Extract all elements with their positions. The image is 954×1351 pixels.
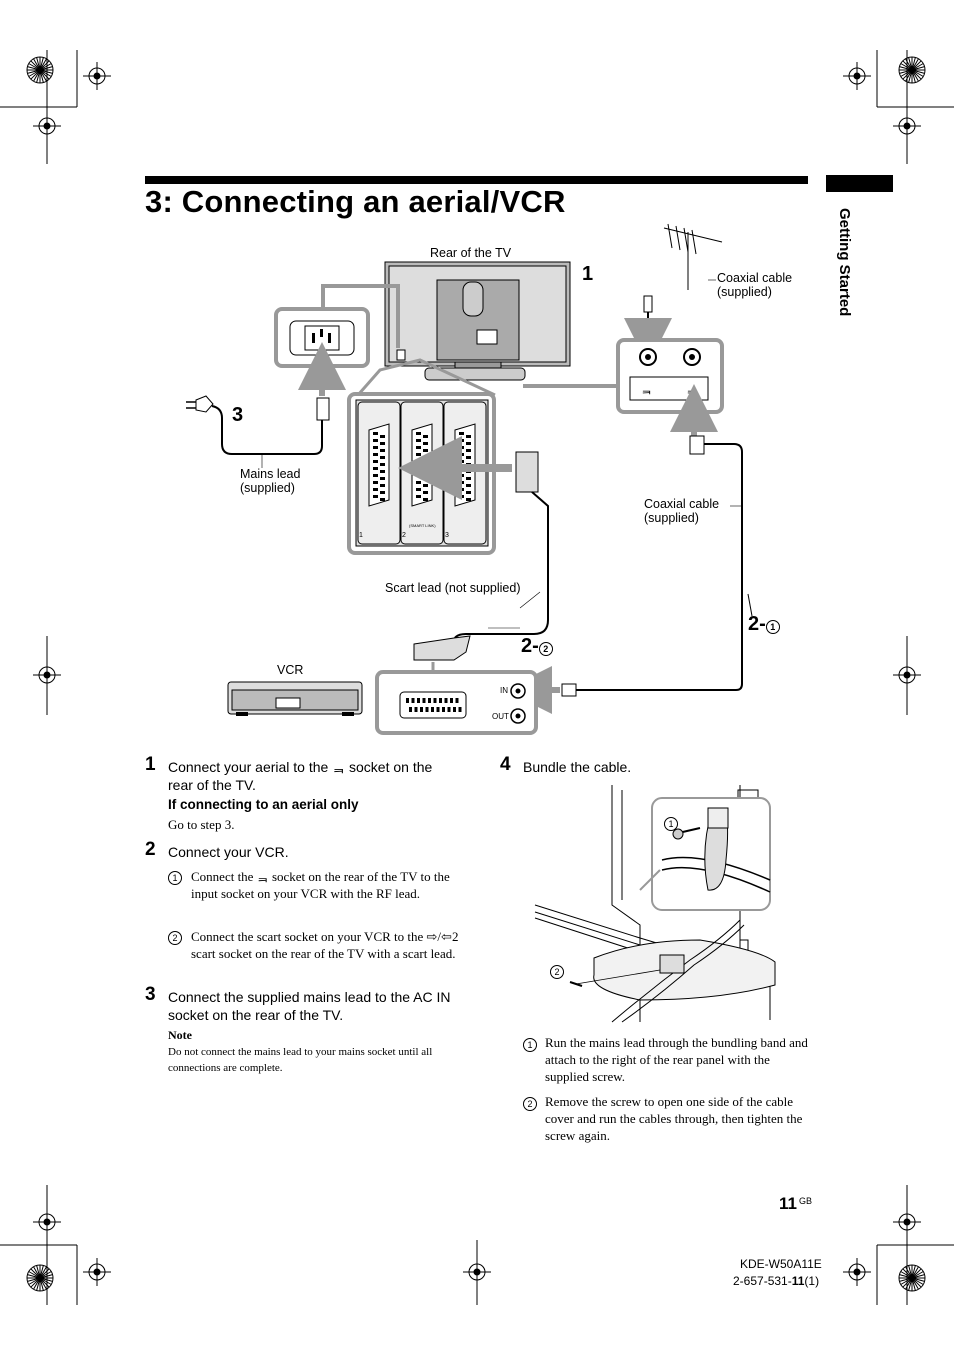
vcr-socket-inset: [375, 670, 538, 735]
step-3-text: Connect the supplied mains lead to the A…: [168, 989, 451, 1023]
section-tab-label: Getting Started: [836, 208, 853, 317]
title-rule: [145, 176, 808, 184]
note-heading: Note: [168, 1028, 192, 1042]
step-1-number: 1: [145, 754, 156, 775]
mains-label: Mains lead(supplied): [240, 467, 301, 495]
step-1-text: Connect your aerial to the ᆿ socket on t…: [168, 759, 433, 793]
step-4-item-1-marker: 1: [523, 1035, 537, 1053]
rear-tv-label: Rear of the TV: [430, 246, 512, 260]
svg-text:ᆿ: ᆿ: [641, 382, 652, 396]
step-4-item-2-text: Remove the screw to open one side of the…: [545, 1094, 803, 1143]
step-4-text: Bundle the cable.: [523, 759, 632, 775]
callout-1: 1: [582, 263, 594, 285]
svg-text:2: 2: [402, 532, 406, 539]
svg-text:1: 1: [359, 532, 363, 539]
scart-inset: (SMART LINK) 1 2 3: [347, 358, 496, 555]
document-code: 2-657-531-11(1): [733, 1274, 820, 1288]
callout-3: 3: [232, 404, 244, 426]
svg-text:(SMART LINK): (SMART LINK): [409, 523, 436, 528]
page-title: 3: Connecting an aerial/VCR: [145, 184, 566, 219]
step-4-item-1-text: Run the mains lead through the bundling …: [545, 1035, 808, 1084]
scart-lead: [413, 451, 549, 698]
step-2-item-1-marker: 1: [168, 868, 182, 886]
step-2-item-2-marker: 2: [168, 928, 182, 946]
vcr-out-label: OUT: [492, 712, 509, 721]
step-1-subheading: If connecting to an aerial only: [168, 797, 359, 812]
mains-lead: [186, 395, 330, 455]
aerial-output-icon: ᆿ: [256, 869, 269, 884]
ac-in-inset: [274, 284, 400, 396]
coaxial-mid-label: Coaxial cable(supplied): [644, 497, 720, 525]
step-4-number: 4: [500, 754, 511, 775]
cable-bundle-figure: [534, 785, 776, 1023]
step-3-number: 3: [145, 984, 156, 1005]
step-2-text: Connect your VCR.: [168, 844, 289, 860]
step-1-subbody: Go to step 3.: [168, 817, 235, 832]
coaxial-top-label: Coaxial cable(supplied): [717, 271, 793, 299]
section-tab-marker: [826, 175, 893, 192]
aerial: [663, 223, 723, 290]
step-2-number: 2: [145, 839, 156, 860]
callout-2-1: 2-1: [748, 613, 780, 636]
connection-diagram: ᆿ ᆿ (SMART LINK) 1 2 3: [186, 223, 753, 735]
note-body: Do not connect the mains lead to your ma…: [168, 1046, 433, 1074]
step-2-item-2-text: Connect the scart socket on your VCR to …: [191, 929, 459, 961]
step-2-item-1-text: Connect the ᆿ socket on the rear of the …: [191, 869, 450, 901]
scart-lead-label: Scart lead (not supplied): [385, 581, 521, 595]
figure-callout-2: 2: [550, 962, 564, 980]
scart-in-out-icon: ⇨/⇦: [426, 929, 452, 944]
tv-rear: [384, 261, 571, 381]
svg-text:ᆿ: ᆿ: [686, 382, 697, 396]
aerial-socket-icon: ᆿ: [332, 759, 346, 775]
svg-text:3: 3: [445, 532, 449, 539]
vcr-in-label: IN: [500, 686, 508, 695]
vcr: [227, 681, 363, 716]
vcr-label: VCR: [277, 663, 304, 677]
step-4-item-2-marker: 2: [523, 1094, 537, 1112]
model-number: KDE-W50A11E: [740, 1257, 822, 1271]
callout-2-2: 2-2: [521, 635, 553, 658]
figure-callout-1: 1: [664, 814, 678, 832]
